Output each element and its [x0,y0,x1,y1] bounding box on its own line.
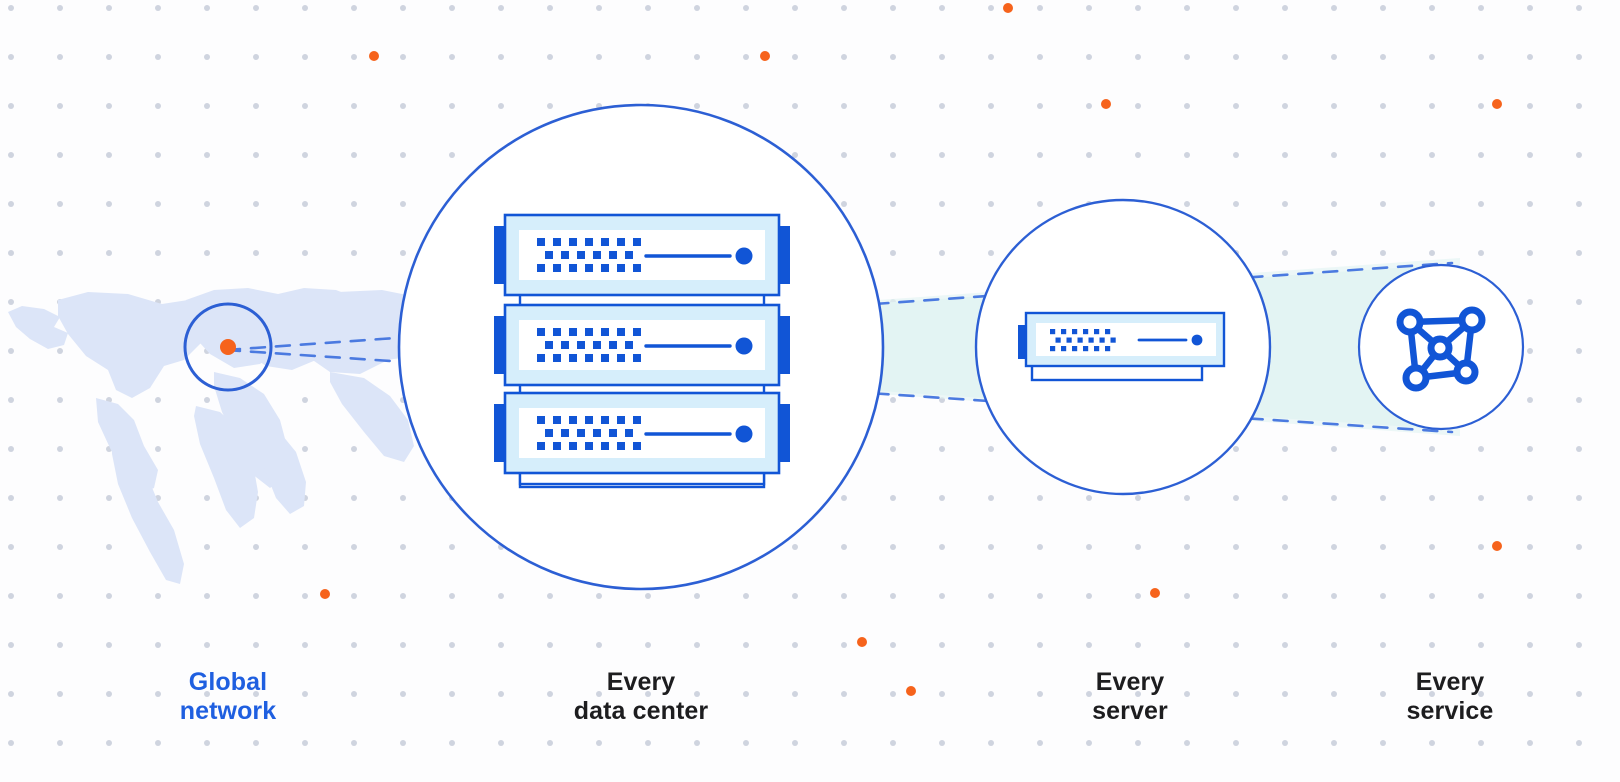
single-server-icon [1018,311,1226,382]
label-data-center: Every data center [573,668,709,725]
label-service: Every service [1406,668,1494,725]
grid-accent-dot [760,51,770,61]
server-circle [974,198,1272,496]
grid-accent-dot [1101,99,1111,109]
grid-accent-dot [1492,99,1502,109]
grid-accent-dot [369,51,379,61]
server-rack-icon [494,213,790,489]
service-circle [1357,263,1525,431]
world-map-icon [8,288,486,584]
grid-accent-dot [320,589,330,599]
label-server: Every server [1092,668,1168,725]
grid-accent-dot [1003,3,1013,13]
label-global-network: Global network [179,668,277,725]
map-location-dot [220,339,236,355]
grid-accent-dot [906,686,916,696]
grid-accent-dot [1492,541,1502,551]
data-center-circle [397,103,885,591]
network-mesh-icon [1396,306,1486,392]
map-highlight-circle [183,302,273,392]
grid-accent-dot [1150,588,1160,598]
grid-accent-dot [857,637,867,647]
